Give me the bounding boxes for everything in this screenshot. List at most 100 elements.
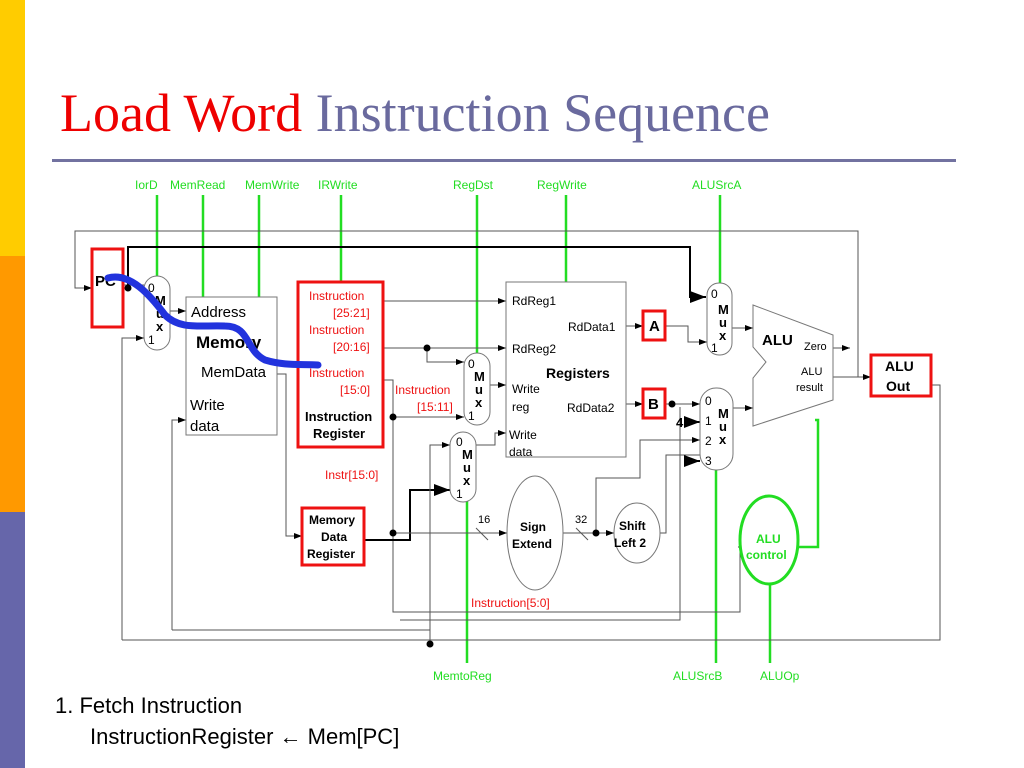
alu-out-register: ALU Out [869,353,933,398]
mux-one-label: 1 [468,409,475,423]
aluout-l1-label: ALU [885,358,914,374]
registers-name-label: Registers [546,365,610,381]
b-register [641,387,667,420]
alu-result1-label: ALU [801,366,822,378]
alu: ALU Zero ALU result [752,304,834,427]
ir-name2-label: Register [313,426,365,441]
mux-one-label: 1 [148,333,155,347]
memory-write-label: Write [190,397,225,414]
controls_top-1-label: MemRead [170,178,225,192]
ir-i2b-label: [20:16] [333,340,370,354]
mux-zero-label: 0 [456,435,463,449]
mux-m-label: M [718,406,729,421]
sign-l2-label: Extend [512,537,552,551]
registers-rddata1-label: RdData1 [568,320,616,334]
controls_top-0-label: IorD [135,178,158,192]
registers-write-label: Write [512,382,540,396]
controls_top-3-label: IRWrite [318,178,358,192]
controls_top-5-label: RegWrite [537,178,587,192]
mux-m-label: M [474,369,485,384]
sidebar-orange [0,256,25,512]
alu-result2-label: result [796,382,823,394]
mux-one-label: 1 [456,487,463,501]
controls_top-6-label: ALUSrcA [692,178,741,192]
b-label: B [648,396,659,413]
memory-memdata-label: MemData [201,364,267,381]
instruction-register: Instruction [25:21] Instruction [20:16] … [296,280,385,449]
memory-address-label: Address [191,304,246,321]
slide-title: Load Word Instruction Sequence [60,82,770,144]
ir-i3b-label: [15:0] [340,383,370,397]
mux-m-label: M [155,293,166,308]
ir-i1-label: Instruction [309,289,364,303]
mdr-l2-label: Data [321,530,347,544]
mux-x-label: x [719,432,727,447]
shift-l2-label: Left 2 [614,536,646,550]
registers-rddata2-label: RdData2 [567,401,615,415]
controls_bottom-2-label: ALUOp [760,669,800,683]
controls_bottom-1-label: ALUSrcB [673,669,722,683]
mux-four-label: 4 [676,415,684,430]
wires [74,230,941,648]
sign-in-label: 16 [478,514,490,526]
ir-name1-label: Instruction [305,409,372,424]
controls_top-4-label: RegDst [453,178,494,192]
fetch-path-highlight [104,273,322,369]
alu-name-label: ALU [762,332,793,349]
mux-one-label: 1 [711,341,718,355]
mux-zero-label: 0 [468,357,475,371]
memtoreg-mux: 0 M u x 1 [449,431,477,503]
title-red: Load Word [60,83,303,143]
step-detail: InstructionRegister ← Mem[PC] [90,724,400,749]
mux-x-label: x [156,319,164,334]
sidebar-purple [0,512,25,768]
instr-15-11-label: Instruction [395,383,450,397]
alu-zero-label: Zero [804,341,827,353]
sign-l1-label: Sign [520,520,546,534]
shift-l1-label: Shift [619,519,646,533]
sidebar-yellow [0,0,25,256]
mux-three-label: 3 [705,454,712,468]
title-purple: Instruction Sequence [315,83,770,143]
a-label: A [649,318,660,335]
mux-x-label: x [463,473,471,488]
registers-writedata2-label: data [509,445,533,459]
alu-control: ALU control [738,494,800,586]
instr-15-0-label: Instr[15:0] [325,468,378,482]
ir-i3-label: Instruction [309,366,364,380]
aluctrl-l2-label: control [746,548,787,562]
mux-m-label: M [718,302,729,317]
registers-rdreg1-label: RdReg1 [512,294,556,308]
mux-u-label: u [463,460,471,475]
memory-data-register: Memory Data Register [300,506,366,567]
memory-data-label: data [190,418,220,435]
instr-15-11-bits: [15:11] [417,400,453,414]
controls_bottom-0-label: MemtoReg [433,669,492,683]
alusrcb-mux: 0 1 2 3 M u x 4 [676,387,734,471]
controls_top-2-label: MemWrite [245,178,300,192]
title-divider [52,159,956,162]
aluout-l2-label: Out [886,378,910,394]
registers-writedata1-label: Write [509,428,537,442]
mux-x-label: x [475,395,483,410]
mux-two-label: 2 [705,434,712,448]
a-register [641,309,667,342]
mux-zero-label: 0 [711,287,718,301]
registers-rdreg2-label: RdReg2 [512,342,556,356]
registers-reg-label: reg [512,400,529,414]
sign-extend: Sign Extend 16 32 [478,475,587,591]
ir-i2-label: Instruction [309,323,364,337]
pc-register [90,247,125,329]
regdst-mux: 0 M u x 1 [463,352,491,426]
mux-x-label: x [719,328,727,343]
mux-zero-label: 0 [148,281,155,295]
memory-unit: Address Memory MemData Write data [185,296,278,436]
mux-zero-label: 0 [705,394,712,408]
mdr-l3-label: Register [307,547,355,561]
ir-i1b-label: [25:21] [333,306,370,320]
sign-out-label: 32 [575,514,587,526]
mux-u-label: u [719,315,727,330]
mux-one-label: 1 [705,414,712,428]
control-labels-top: IorD MemRead MemWrite IRWrite RegDst Reg… [135,178,800,683]
